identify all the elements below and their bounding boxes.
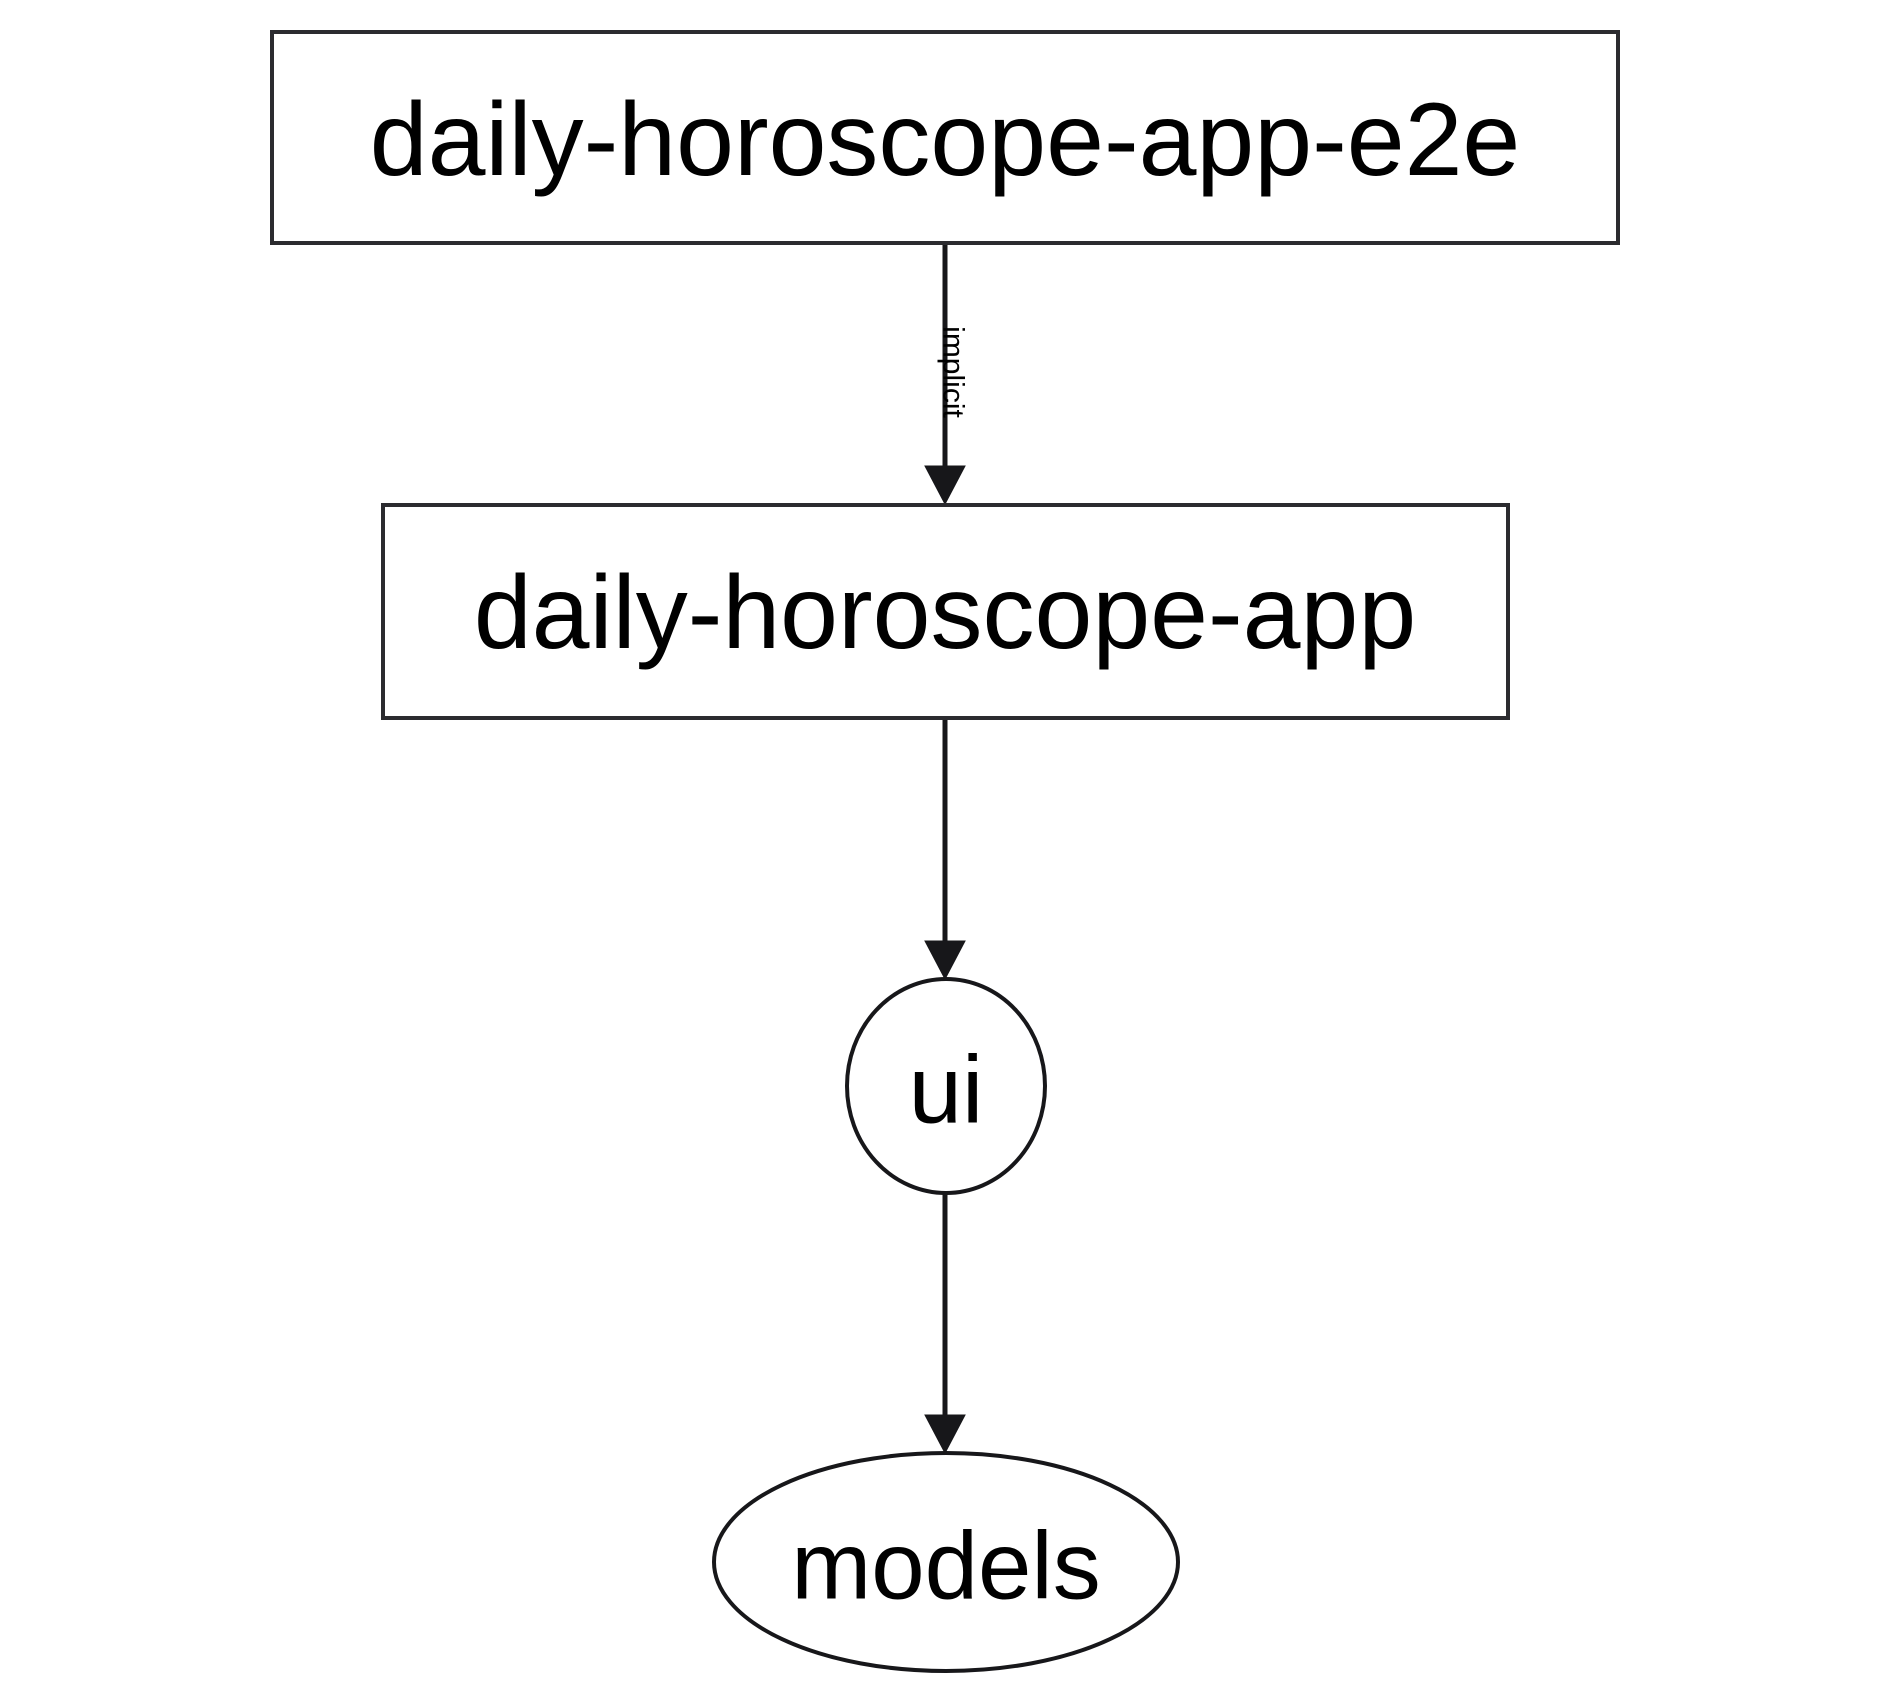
node-daily-horoscope-app-shape <box>381 503 1510 720</box>
edge-label-implicit: implicit <box>937 326 970 418</box>
edge-e2e-to-app[interactable]: implicit <box>924 243 970 506</box>
node-daily-horoscope-app-label: daily-horoscope-app <box>474 555 1416 671</box>
node-models-label: models <box>791 1513 1100 1620</box>
edge-app-to-ui-arrowhead <box>924 940 966 981</box>
node-daily-horoscope-app-e2e[interactable]: daily-horoscope-app-e2e <box>270 30 1620 245</box>
node-ui-label: ui <box>909 1037 984 1144</box>
node-daily-horoscope-app[interactable]: daily-horoscope-app <box>381 503 1510 720</box>
node-ui-shape <box>845 977 1047 1195</box>
edge-ui-to-models[interactable] <box>924 1193 966 1455</box>
node-models-shape <box>712 1451 1180 1673</box>
edge-e2e-to-app-arrowhead <box>924 465 966 506</box>
edge-app-to-ui[interactable] <box>924 718 966 981</box>
node-daily-horoscope-app-e2e-label: daily-horoscope-app-e2e <box>370 82 1521 198</box>
node-models[interactable]: models <box>712 1451 1180 1673</box>
edge-ui-to-models-arrowhead <box>924 1414 966 1455</box>
node-ui[interactable]: ui <box>845 977 1047 1195</box>
node-daily-horoscope-app-e2e-shape <box>270 30 1620 245</box>
